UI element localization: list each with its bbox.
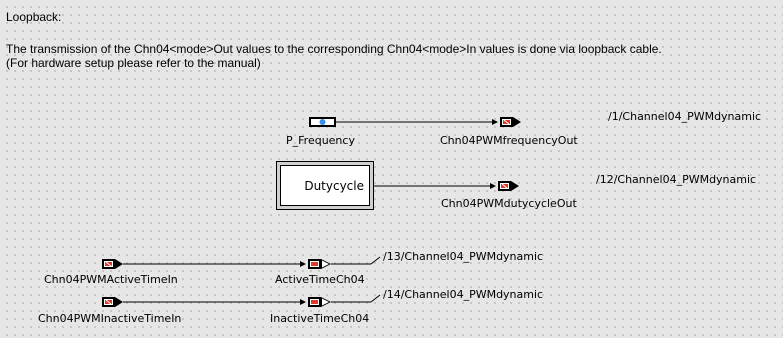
active-path-label: /13/Channel04_PWMdynamic <box>383 250 544 263</box>
dutycycle-block-label: Dutycycle <box>280 165 370 206</box>
inactive-out-label: InactiveTimeCh04 <box>270 312 370 325</box>
active-out-port[interactable] <box>308 259 331 269</box>
active-out-label: ActiveTimeCh04 <box>275 273 365 286</box>
description-line-1: The transmission of the Chn04<mode>Out v… <box>6 42 662 56</box>
description-line-2: (For hardware setup please refer to the … <box>6 56 261 70</box>
diagram-title: Loopback: <box>6 10 62 24</box>
inactive-connection-line <box>123 299 306 305</box>
inactive-in-port[interactable] <box>101 296 124 308</box>
frequency-connection-line <box>336 119 498 125</box>
p-frequency-block[interactable] <box>309 117 336 127</box>
dutycycle-block[interactable]: Dutycycle <box>276 161 374 210</box>
duty-path-label: /12/Channel04_PWMdynamic <box>596 173 757 186</box>
freq-out-label: Chn04PWMfrequencyOut <box>440 134 578 147</box>
active-path-leader-tick <box>370 256 381 265</box>
active-connection-line <box>123 261 306 267</box>
freq-out-port[interactable] <box>499 116 522 128</box>
duty-out-label: Chn04PWMdutycycleOut <box>441 197 577 210</box>
inactive-path-leader-tick <box>370 294 381 303</box>
dutycycle-connection-line <box>374 183 496 189</box>
freq-path-label: /1/Channel04_PWMdynamic <box>608 110 762 123</box>
inactive-path-label: /14/Channel04_PWMdynamic <box>383 288 544 301</box>
active-in-port[interactable] <box>101 258 124 270</box>
duty-out-port[interactable] <box>497 180 520 192</box>
inactive-out-port[interactable] <box>308 297 331 307</box>
p-frequency-label: P_Frequency <box>286 134 355 147</box>
active-in-label: Chn04PWMActiveTimeIn <box>44 273 178 286</box>
inactive-in-label: Chn04PWMInactiveTimeIn <box>38 312 182 325</box>
